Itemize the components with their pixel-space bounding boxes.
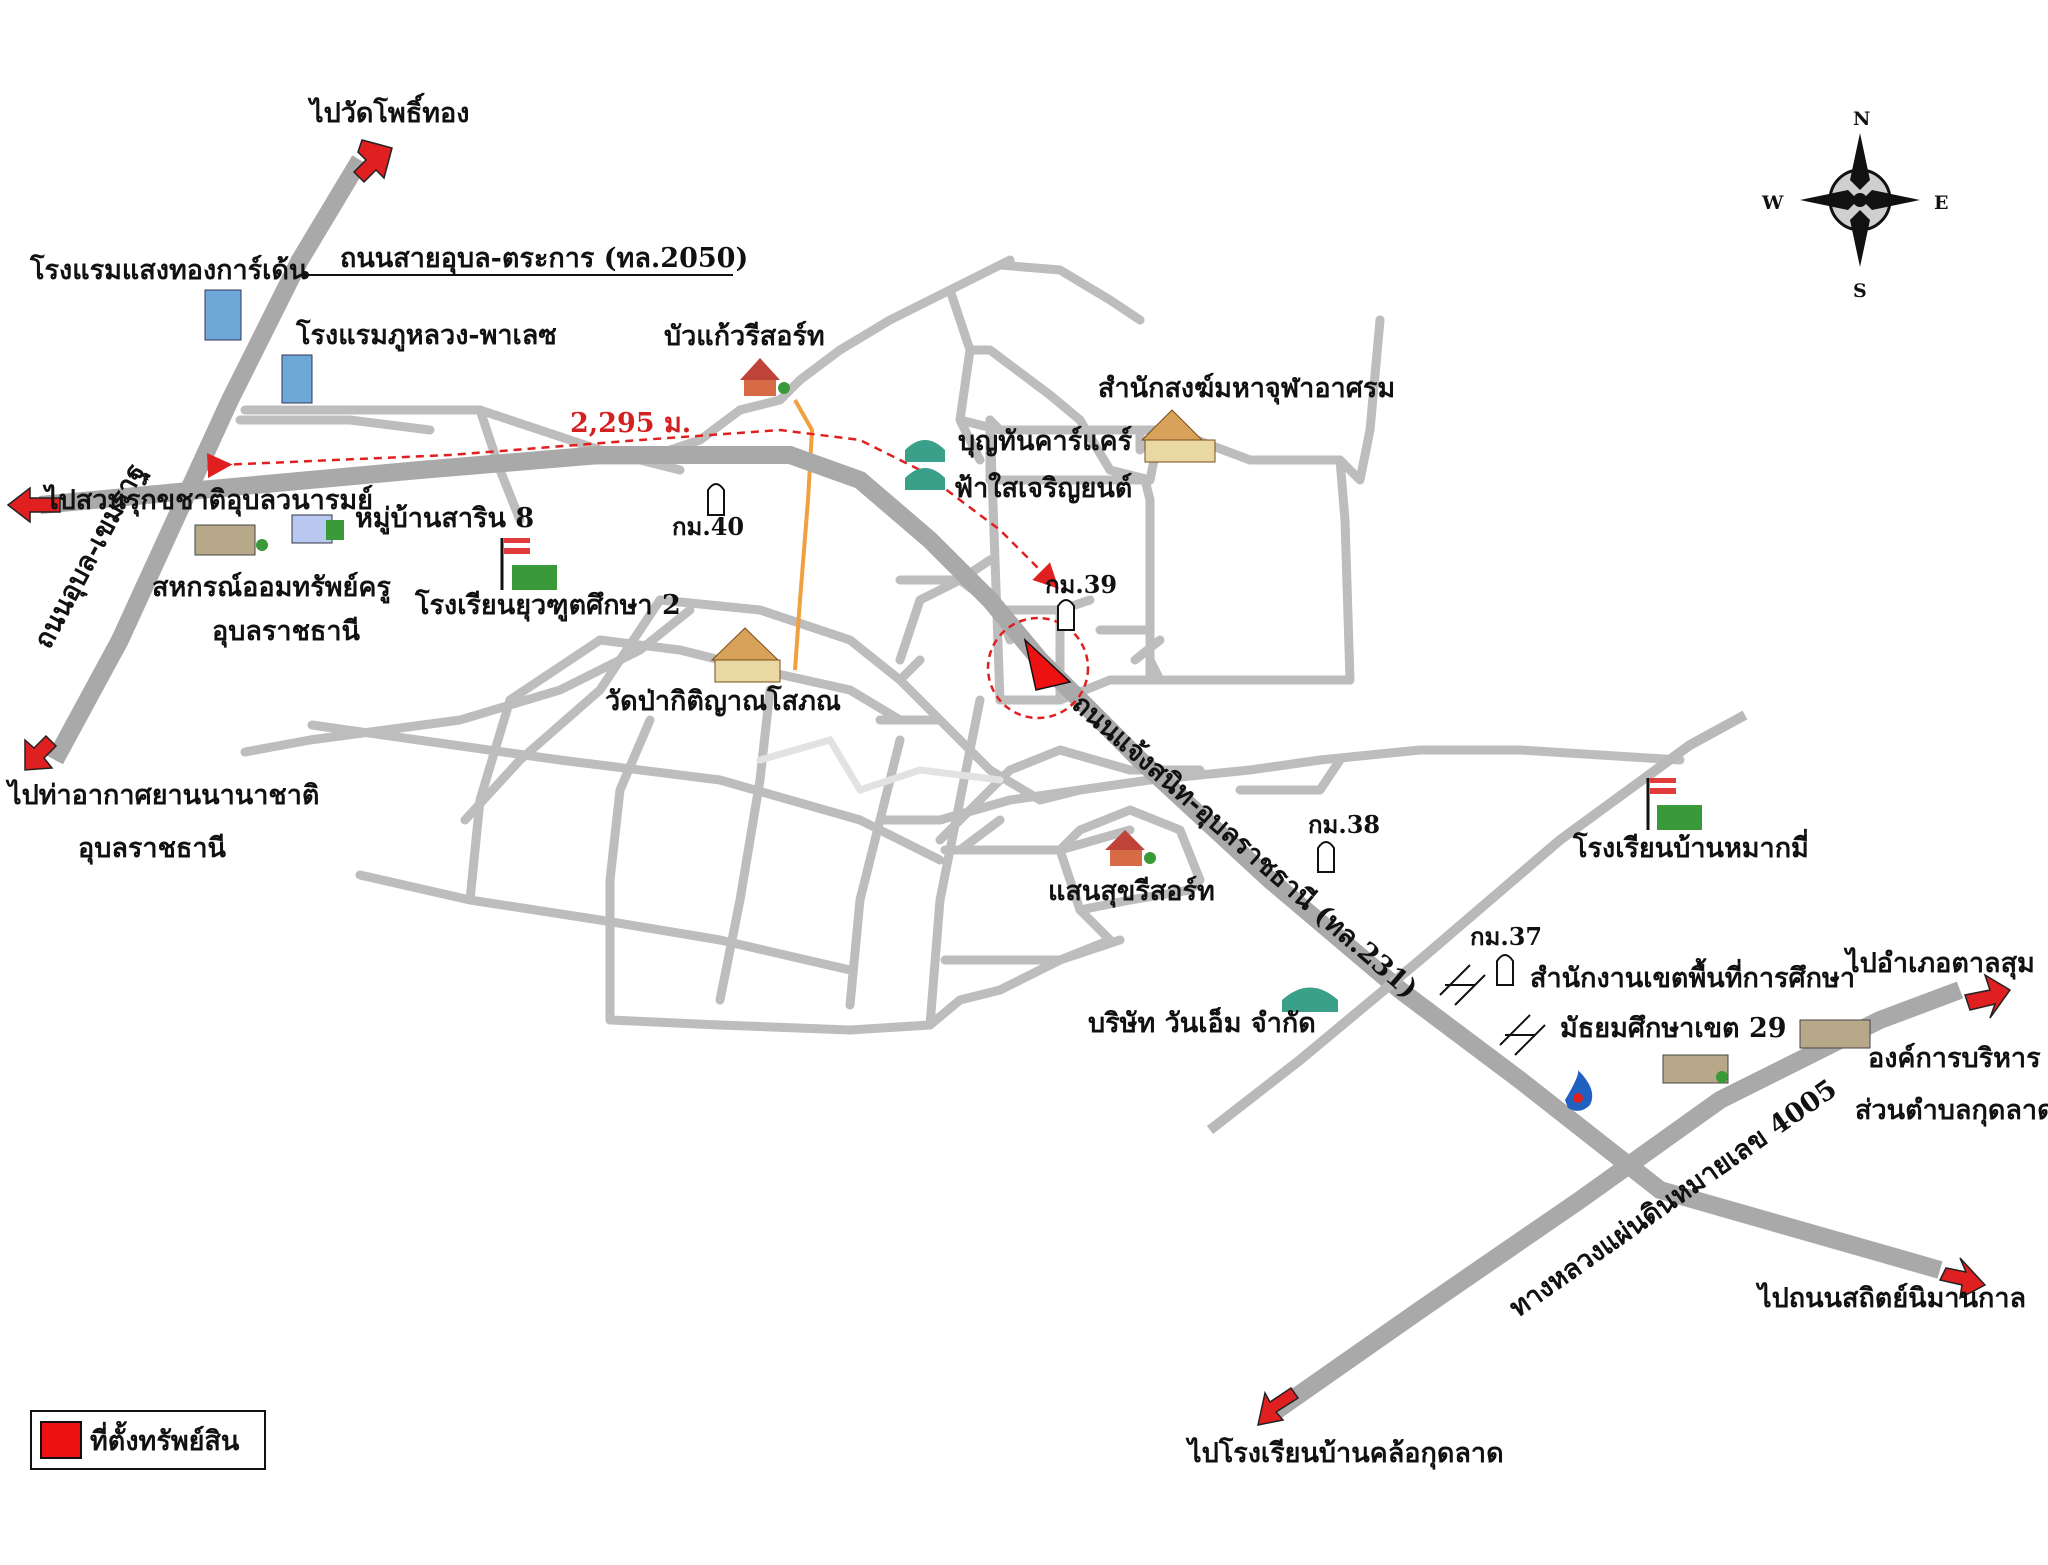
label-km39: กม.39 xyxy=(1045,570,1118,599)
label-dest-sathit: ไปถนนสถิตย์นิมานกาล xyxy=(1758,1283,2027,1314)
railway-crossing-icons xyxy=(1439,964,1546,1056)
arrow-suan-ruk-icon xyxy=(6,486,61,524)
label-tao-line2: ส่วนตำบลกุดลาด xyxy=(1855,1095,2048,1126)
label-saringa: หมู่บ้านสาริน 8 xyxy=(355,503,535,534)
compass-w: W xyxy=(1762,192,1784,214)
landmark-icons xyxy=(194,289,1871,1111)
label-onem: บริษัท วันเอ็ม จำกัด xyxy=(1088,1008,1316,1039)
label-tao-line1: องค์การบริหาร xyxy=(1868,1043,2041,1074)
label-coop-line2: อุบลราชธานี xyxy=(212,616,360,647)
saensuk-icon xyxy=(1105,830,1156,866)
office-icon xyxy=(1799,1019,1871,1049)
hotel-phuluang-icon xyxy=(281,354,313,404)
legend-property-label: ที่ตั้งทรัพย์สิน xyxy=(90,1425,240,1457)
arrow-klo-school-icon xyxy=(1257,1386,1300,1426)
boonthan-icon xyxy=(905,440,945,490)
faded-streets xyxy=(756,735,1004,794)
km37-post-icon xyxy=(1496,954,1514,986)
wat-pa-icon xyxy=(710,627,781,683)
label-office-line1: สำนักงานเขตพื้นที่การศึกษา xyxy=(1530,963,1855,994)
label-samnak-song: สำนักสงฆ์มหาจุฬาอาศรม xyxy=(1098,373,1396,404)
label-km38: กม.38 xyxy=(1308,810,1381,839)
arrow-tan-sum-icon xyxy=(1964,973,2012,1019)
label-dest-tan-sum: ไปอำเภอตาลสุม xyxy=(1846,948,2035,979)
label-coop-line1: สหกรณ์ออมทรัพย์ครู xyxy=(152,572,391,603)
property-circle xyxy=(986,616,1090,720)
km-post-icons xyxy=(707,483,1514,986)
label-saensuk: แสนสุขรีสอร์ท xyxy=(1048,876,1215,907)
label-boonthan: บุญทันคาร์แคร์ xyxy=(958,426,1133,457)
km39-post-icon xyxy=(1057,599,1075,631)
saringa-icon xyxy=(291,514,344,544)
bua-kaew-icon xyxy=(740,358,790,396)
arrow-airport-icon xyxy=(24,734,58,771)
compass-s: S xyxy=(1853,280,1867,302)
label-bua-kaew: บัวแก้วรีสอร์ท xyxy=(664,321,825,352)
ban-maknhi-school-icon xyxy=(1646,778,1702,830)
arrow-sathit-icon xyxy=(1938,1257,1987,1300)
label-dest-suan-ruk: ไปสวนรุกขชาติอุบลวนารมย์ xyxy=(45,485,373,516)
label-fasai: ฟ้าใสเจริญยนต์ xyxy=(954,473,1133,504)
label-km40: กม.40 xyxy=(672,512,745,541)
property-marker-icon xyxy=(1023,637,1072,691)
label-hotel-saengthong: โรงแรมแสงทองการ์เด้น xyxy=(30,255,308,286)
label-ban-maknhi: โรงเรียนบ้านหมากมี่ xyxy=(1573,833,1809,864)
label-road-ubon-trakan: ถนนสายอุบล-ตระการ (ทล.2050) xyxy=(340,243,749,274)
label-km37: กม.37 xyxy=(1470,922,1543,951)
km40-post-icon xyxy=(707,483,725,516)
label-dest-airport-line1: ไปท่าอากาศยานนานาชาติ xyxy=(8,780,320,811)
km38-post-icon xyxy=(1317,841,1335,873)
tao-icon xyxy=(1662,1054,1729,1084)
label-office-line2: มัธยมศึกษาเขต 29 xyxy=(1560,1013,1787,1044)
legend-property-swatch xyxy=(40,1421,82,1459)
label-dest-klo-school: ไปโรงเรียนบ้านคล้อกุดลาด xyxy=(1188,1438,1504,1469)
label-dest-airport-line2: อุบลราชธานี xyxy=(78,833,226,864)
coop-icon xyxy=(194,524,268,556)
yuwathut-school-icon xyxy=(500,538,557,590)
label-hotel-phuluang: โรงแรมภูหลวง-พาเลซ xyxy=(296,320,557,351)
samnak-song-icon xyxy=(1140,409,1216,463)
legend: ที่ตั้งทรัพย์สิน xyxy=(30,1410,266,1470)
hotel-saengthong-icon xyxy=(204,289,242,341)
compass-n: N xyxy=(1853,108,1871,130)
compass-e: E xyxy=(1934,192,1949,214)
label-yuwathut: โรงเรียนยุวฑูตศึกษา 2 xyxy=(415,590,681,621)
direction-arrows xyxy=(6,139,2012,1426)
label-dest-wat-pho-thong: ไปวัดโพธิ์ทอง xyxy=(310,98,470,129)
arrow-wat-pho-thong-icon xyxy=(352,139,393,184)
gas-station-icon xyxy=(1565,1070,1593,1111)
label-wat-pa: วัดป่ากิติญาณโสภณ xyxy=(605,686,841,717)
compass-icon xyxy=(1800,133,1920,267)
minor-streets xyxy=(235,255,1685,1035)
label-distance: 2,295 ม. xyxy=(570,408,692,439)
onem-icon xyxy=(1282,987,1338,1012)
